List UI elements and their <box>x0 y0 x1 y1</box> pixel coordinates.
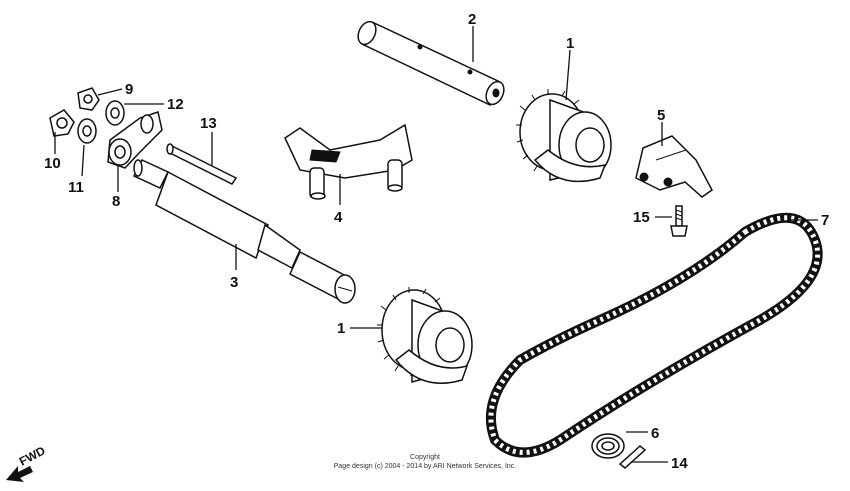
part-13-pin <box>166 143 238 185</box>
callout-3: 3 <box>230 274 238 291</box>
part-1-sprocket-lower <box>377 287 473 384</box>
part-7-cam-chain <box>485 212 823 458</box>
callout-11: 11 <box>68 179 84 196</box>
copyright-line-2: Page design (c) 2004 - 2014 by ARI Netwo… <box>334 463 517 470</box>
fwd-arrow-icon <box>6 466 33 482</box>
callout-8: 8 <box>112 193 120 210</box>
callout-10: 10 <box>44 155 61 172</box>
callout-5: 5 <box>657 107 665 124</box>
copyright-line-1: Copyright <box>410 454 440 461</box>
part-9-nut <box>77 87 100 111</box>
callout-12: 12 <box>167 96 184 113</box>
part-11-washer <box>77 118 97 144</box>
callout-6: 6 <box>651 425 659 442</box>
part-4-bracket <box>284 123 413 200</box>
part-15-bolt <box>670 205 688 237</box>
leader-lines <box>54 26 818 463</box>
callout-15: 15 <box>633 209 650 226</box>
fwd-label: FWD <box>17 443 48 468</box>
part-8-arm <box>107 111 163 169</box>
callout-14: 14 <box>671 455 688 472</box>
callout-2: 2 <box>468 11 476 28</box>
part-6-spring <box>591 433 625 459</box>
callout-1-upper: 1 <box>566 35 574 52</box>
callout-4: 4 <box>334 209 343 226</box>
callout-1-lower: 1 <box>337 320 345 337</box>
part-2-shaft <box>357 20 505 107</box>
part-3-shaft <box>132 159 356 304</box>
callout-9: 9 <box>125 81 133 98</box>
callout-7: 7 <box>821 212 829 229</box>
callout-13: 13 <box>200 115 217 132</box>
part-10-nut <box>49 109 75 137</box>
part-5-tensioner <box>635 135 713 198</box>
part-12-washer <box>105 100 125 126</box>
part-1-sprocket-upper <box>516 89 612 183</box>
part-14-clip <box>618 445 647 469</box>
